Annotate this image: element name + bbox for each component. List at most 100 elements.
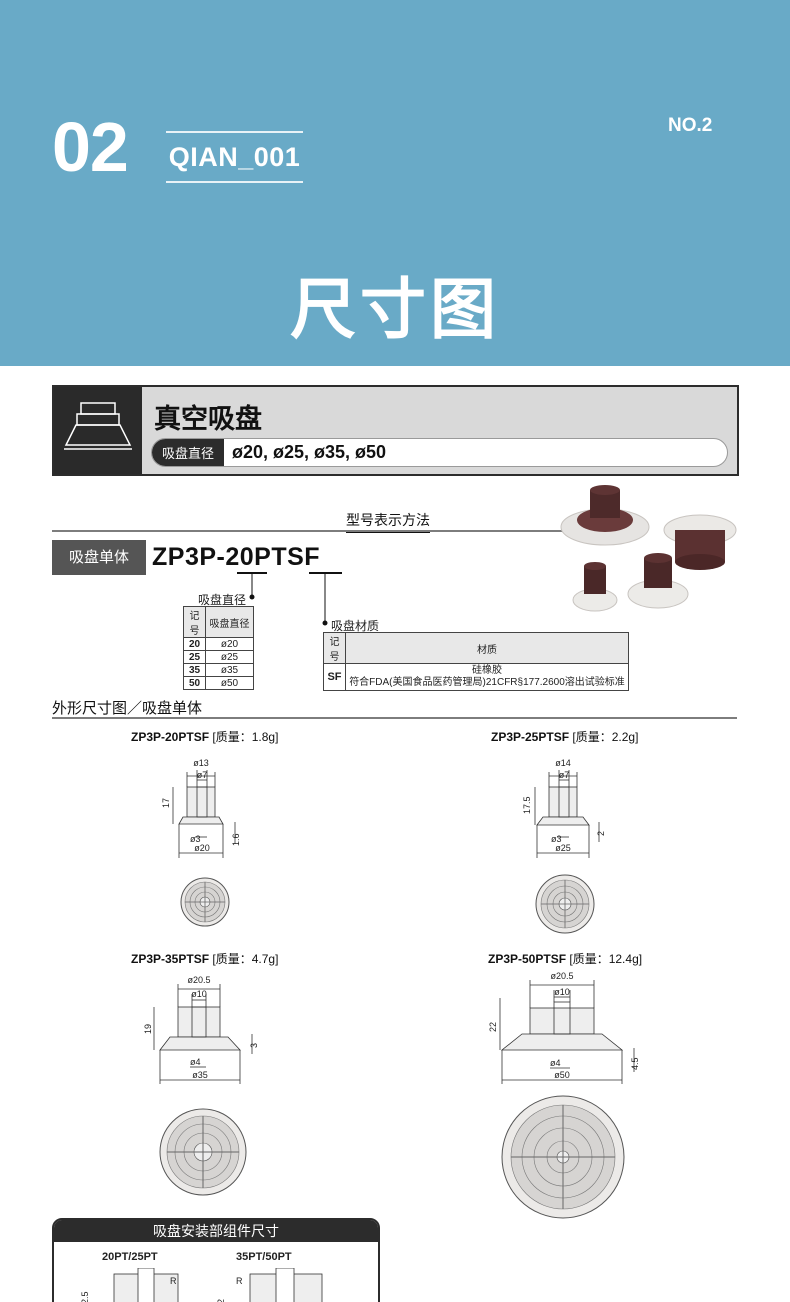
drawing-mass: [质量：2.2g] [572, 730, 639, 744]
banner-title: 尺寸图 [290, 272, 500, 346]
material-standard: 符合FDA(美国食品医药管理局)21CFR§177.2600溶出试验标准 [349, 677, 625, 688]
mounting-radius-mark: R [236, 1276, 243, 1286]
bottom-view-25 [535, 874, 595, 934]
dim-lip: 3 [249, 1043, 259, 1048]
dim-lip: 2 [596, 831, 606, 836]
dim-inner-d: ø7 [197, 770, 208, 780]
dim-height: 19 [143, 1024, 153, 1034]
cell-code: SF [323, 663, 346, 691]
dim-pad-d: ø35 [192, 1070, 208, 1080]
drawing-side-20: ø13 ø7 17 ø3 ø20 1.6 [161, 758, 241, 858]
mounting-label-small: 20PT/25PT [102, 1251, 158, 1263]
unit-label: 吸盘单体 [52, 540, 146, 575]
table-row: 25 ø25 [183, 650, 254, 664]
dim-pad-d: ø25 [555, 843, 571, 853]
drawing-model: ZP3P-50PTSF [488, 952, 567, 966]
mounting-radius-mark: R [170, 1276, 177, 1286]
diameter-pill-value: ø20, ø25, ø35, ø50 [232, 442, 387, 462]
dim-hole: ø3 [190, 834, 201, 844]
table-row: SF 硅橡胶 符合FDA(美国食品医药管理局)21CFR§177.2600溶出试… [323, 663, 629, 691]
divider [52, 530, 567, 532]
diameter-label: 吸盘直径 [198, 593, 247, 607]
cell-code: 25 [183, 650, 206, 664]
material-header-name: 材质 [345, 632, 629, 664]
dim-hole: ø4 [550, 1058, 561, 1068]
drawing-model: ZP3P-35PTSF [131, 952, 210, 966]
page-number: NO.2 [668, 115, 713, 136]
table-row: 35 ø35 [183, 663, 254, 677]
dim-top-d: ø20.5 [550, 971, 573, 981]
diameter-pill-label: 吸盘直径 [152, 439, 224, 466]
drawing-mass: [质量：12.4g] [569, 952, 643, 966]
dim-hole: ø3 [551, 834, 562, 844]
table-row: 50 ø50 [183, 676, 254, 690]
bottom-view-20 [180, 877, 230, 927]
cell-size: ø25 [205, 650, 254, 664]
divider [52, 717, 737, 719]
product-code: QIAN_001 [168, 142, 301, 172]
dim-lip: 4.5 [630, 1057, 640, 1070]
mounting-title: 吸盘安装部组件尺寸 [54, 1220, 378, 1242]
cell-material: 硅橡胶 符合FDA(美国食品医药管理局)21CFR§177.2600溶出试验标准 [345, 663, 629, 691]
cell-code: 20 [183, 637, 206, 651]
dim-inner-d: ø10 [554, 987, 570, 997]
suction-cup-icon [54, 387, 142, 474]
dim-inner-d: ø7 [559, 770, 570, 780]
underline-diameter [237, 572, 267, 574]
drawing-caption: ZP3P-35PTSF [质量：4.7g] [131, 950, 278, 967]
dim-top-d: ø14 [555, 758, 571, 768]
mounting-dim-small: 2.5 [80, 1291, 90, 1302]
drawing-side-50: ø20.5 ø10 22 ø4 ø50 4.5 [488, 971, 640, 1084]
dim-hole: ø4 [190, 1057, 201, 1067]
drawing-caption: ZP3P-50PTSF [质量：12.4g] [488, 950, 642, 967]
diameter-header-code: 记号 [183, 606, 206, 638]
material-label: 吸盘材质 [331, 619, 380, 633]
cell-size: ø20 [205, 637, 254, 651]
bottom-view-35 [159, 1108, 247, 1196]
dim-lip: 1.6 [231, 833, 241, 846]
dim-height: 17.5 [522, 796, 532, 814]
material-header-code: 记号 [323, 632, 346, 664]
drawing-side-35: ø20.5 ø10 19 ø4 ø35 3 [143, 975, 259, 1084]
cell-code: 50 [183, 676, 206, 690]
dimension-section-title: 外形尺寸图／吸盘单体 [52, 700, 203, 717]
drawing-mass: [质量：4.7g] [212, 952, 279, 966]
cell-size: ø35 [205, 663, 254, 677]
product-photo [560, 485, 737, 612]
drawing-model: ZP3P-20PTSF [131, 730, 210, 744]
dim-top-d: ø13 [193, 758, 209, 768]
underline-material [309, 572, 342, 574]
diameter-table: 记号 吸盘直径 20 ø20 25 ø25 35 ø35 50 ø50 [183, 606, 254, 690]
diameter-pill: 吸盘直径 ø20, ø25, ø35, ø50 [151, 438, 728, 467]
dim-height: 17 [161, 798, 171, 808]
bottom-views [159, 874, 625, 1219]
table-row: 20 ø20 [183, 637, 254, 651]
model-notation-title: 型号表示方法 [346, 510, 430, 533]
dim-pad-d: ø20 [194, 843, 210, 853]
drawing-model: ZP3P-25PTSF [491, 730, 570, 744]
dim-inner-d: ø10 [191, 989, 207, 999]
dim-pad-d: ø50 [554, 1070, 570, 1080]
dim-top-d: ø20.5 [187, 975, 210, 985]
dim-height: 22 [488, 1022, 498, 1032]
drawing-caption: ZP3P-25PTSF [质量：2.2g] [491, 728, 638, 745]
diameter-header-size: 吸盘直径 [205, 606, 254, 638]
product-code-box: QIAN_001 [166, 131, 303, 183]
mounting-label-large: 35PT/50PT [236, 1251, 292, 1263]
bottom-view-50 [501, 1095, 625, 1219]
cell-code: 35 [183, 663, 206, 677]
model-leader-lines [249, 574, 328, 626]
product-title: 真空吸盘 [154, 404, 262, 434]
product-header: 真空吸盘 吸盘直径 ø20, ø25, ø35, ø50 [52, 385, 739, 476]
drawing-caption: ZP3P-20PTSF [质量：1.8g] [131, 728, 278, 745]
model-code: ZP3P-20PTSF [152, 543, 321, 571]
top-banner: 02 QIAN_001 NO.2 尺寸图 [0, 0, 790, 366]
drawing-side-25: ø14 ø7 17.5 ø3 ø25 2 [522, 758, 606, 858]
material-name: 硅橡胶 [472, 665, 502, 676]
material-table: 记号 材质 SF 硅橡胶 符合FDA(美国食品医药管理局)21CFR§177.2… [323, 632, 629, 691]
cell-size: ø50 [205, 676, 254, 690]
mounting-dimensions-box: 吸盘安装部组件尺寸 20PT/25PT 35PT/50PT 2.5 2 R R [52, 1218, 380, 1302]
mounting-drawing: 2.5 2 R R [80, 1268, 323, 1302]
mounting-dim-large: 2 [216, 1299, 226, 1302]
section-number: 02 [52, 108, 129, 186]
